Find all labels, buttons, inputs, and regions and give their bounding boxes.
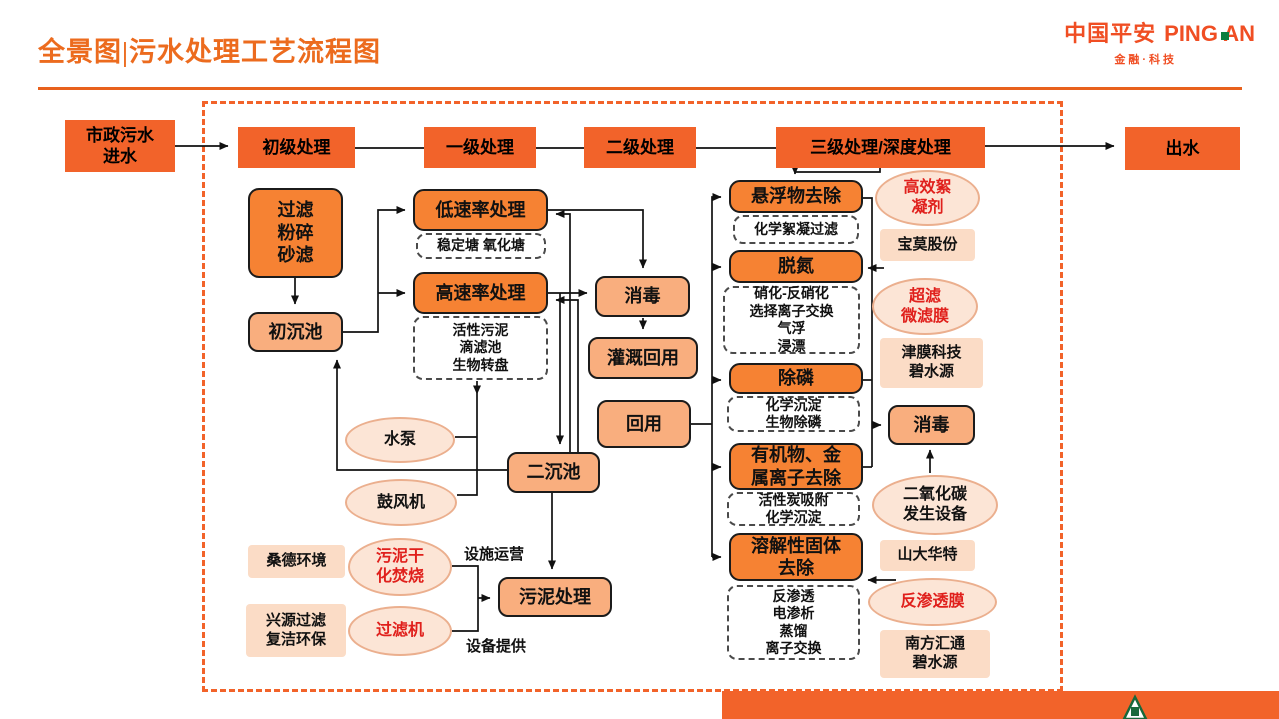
node-outflow: 出水 — [1125, 127, 1240, 170]
node-uf-membrane: 超滤 微滤膜 — [872, 278, 978, 335]
node-blower: 鼓风机 — [345, 479, 457, 526]
node-tds-removal: 溶解性固体 去除 — [729, 533, 863, 581]
node-pump: 水泵 — [345, 417, 455, 463]
node-stage-level2: 二级处理 — [584, 127, 696, 168]
node-company-shanda-huate: 山大华特 — [880, 540, 975, 571]
node-company-sander: 桑德环境 — [248, 545, 345, 578]
logo-green-square-icon — [1221, 32, 1229, 40]
node-company-xingyuan-fujie: 兴源过滤 复洁环保 — [246, 604, 346, 657]
node-ss-methods: 化学絮凝过滤 — [733, 215, 859, 244]
logo-cn-text: 中国平安 — [1064, 21, 1157, 46]
node-denitrification-methods: 硝化-反硝化 选择离子交换 气浮 浸漂 — [723, 285, 860, 354]
node-company-baomo: 宝莫股份 — [880, 229, 975, 261]
node-municipal-inflow: 市政污水 进水 — [65, 120, 175, 172]
node-ro-membrane: 反渗透膜 — [868, 578, 997, 626]
node-sludge-incineration: 污泥干 化焚烧 — [348, 538, 452, 596]
node-sludge-treatment: 污泥处理 — [498, 577, 612, 617]
node-stage-level3: 三级处理/深度处理 — [776, 127, 985, 168]
node-company-nanfang-bishuiyuan: 南方汇通 碧水源 — [880, 630, 990, 678]
node-primary-clarifier: 初沉池 — [248, 312, 343, 352]
node-denitrification: 脱氮 — [729, 250, 863, 283]
node-filter-machine: 过滤机 — [348, 606, 452, 656]
node-phosphorus-methods: 化学沉淀 生物除磷 — [727, 396, 860, 432]
node-co2-generator: 二氧化碳 发生设备 — [872, 475, 998, 535]
node-secondary-clarifier: 二沉池 — [507, 452, 600, 493]
node-irrigation-reuse: 灌溉回用 — [588, 337, 698, 379]
pingan-logo: 中国平安 PING AN 金融·科技 — [1064, 16, 1255, 67]
title-divider — [38, 87, 1242, 90]
label-facility-operation: 设施运营 — [463, 545, 524, 563]
node-tds-methods: 反渗透 电渗析 蒸馏 离子交换 — [727, 585, 860, 660]
node-company-jinmo-bishuiyuan: 津膜科技 碧水源 — [880, 338, 983, 388]
node-pretreatment: 过滤 粉碎 砂滤 — [248, 188, 343, 278]
node-organic-metal-removal: 有机物、金 属离子去除 — [729, 443, 863, 490]
node-ss-removal: 悬浮物去除 — [729, 180, 863, 213]
node-disinfection-left: 消毒 — [595, 276, 690, 317]
node-low-rate-methods: 稳定塘 氧化塘 — [416, 233, 546, 259]
diagram-dashed-frame — [202, 101, 1063, 692]
node-stage-level1: 一级处理 — [424, 127, 536, 168]
logo-en-text: PING AN — [1164, 21, 1255, 46]
label-equipment-supply: 设备提供 — [465, 637, 526, 655]
node-flocculant: 高效絮 凝剂 — [875, 170, 980, 226]
footer-brand-bar — [722, 691, 1279, 719]
footer-mountain-icon — [1122, 694, 1148, 719]
node-disinfection-right: 消毒 — [888, 405, 975, 445]
logo-subtitle: 金融·科技 — [1114, 54, 1177, 66]
node-stage-primary: 初级处理 — [238, 127, 355, 168]
node-phosphorus-removal: 除磷 — [729, 363, 863, 394]
node-low-rate-treatment: 低速率处理 — [413, 189, 548, 231]
page-title: 全景图|污水处理工艺流程图 — [38, 37, 381, 67]
node-high-rate-treatment: 高速率处理 — [413, 272, 548, 314]
node-organic-metal-methods: 活性炭吸附 化学沉淀 — [727, 492, 860, 526]
node-high-rate-methods: 活性污泥 滴滤池 生物转盘 — [413, 316, 548, 380]
node-reuse: 回用 — [597, 400, 691, 448]
